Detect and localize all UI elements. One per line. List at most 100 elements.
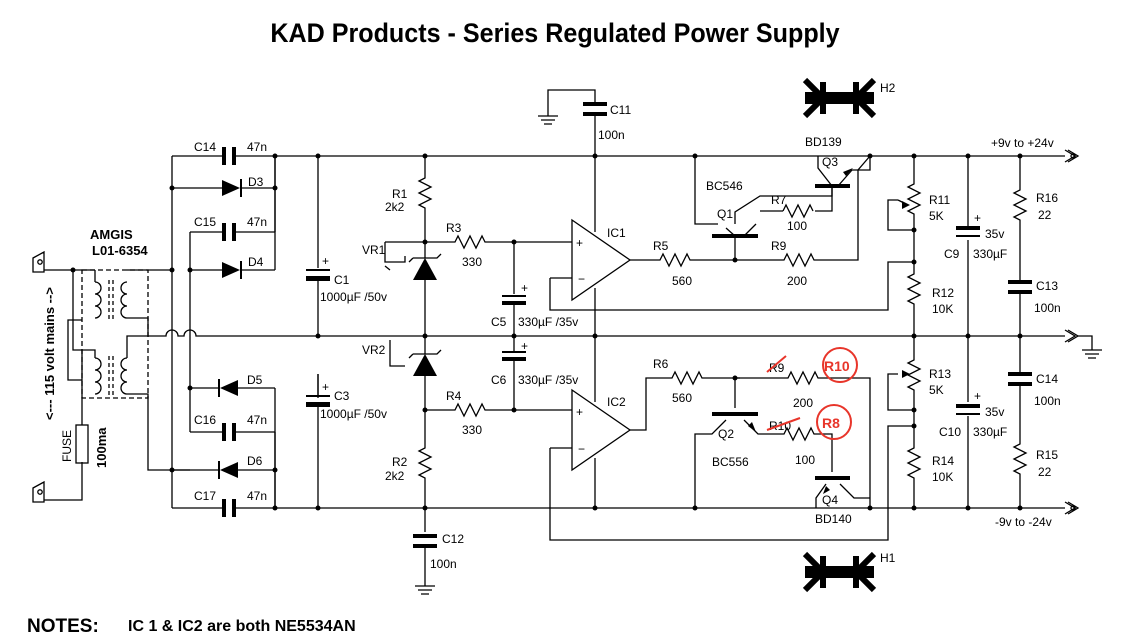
r11-value: 5K [929, 209, 944, 223]
c1-value: 1000µF /50v [320, 290, 387, 304]
r6-label: R6 [653, 357, 669, 371]
r6-value: 560 [672, 391, 692, 405]
mains-input [32, 250, 96, 503]
r5-value: 560 [672, 274, 692, 288]
c10-label: C10 [939, 425, 961, 439]
bridge-rectifier [148, 147, 1065, 517]
r3-label: R3 [446, 221, 462, 235]
notes-heading: NOTES: [27, 616, 99, 637]
c14b-value: 100n [1034, 394, 1061, 408]
fuse [75, 424, 89, 464]
q2-label: Q2 [718, 427, 734, 441]
q4-label: Q4 [822, 493, 838, 507]
r11-label: R11 [929, 193, 950, 207]
transformer-part: L01-6354 [92, 243, 148, 258]
r2-value: 2k2 [385, 469, 405, 483]
transformer-brand: AMGIS [90, 227, 133, 242]
opamp-ic2 [549, 336, 914, 541]
c12-label: C12 [442, 532, 464, 546]
d4-label: D4 [248, 255, 264, 269]
rails [275, 153, 1065, 511]
c5-value: 330µF /35v [518, 315, 578, 329]
r8-corrected-value: 100 [795, 453, 815, 467]
output-terminals [1064, 149, 1102, 515]
r8-fix-label: R8 [822, 415, 840, 431]
q1-label: Q1 [717, 207, 733, 221]
negative-pass-stage [692, 370, 873, 511]
c1-label: C1 [334, 273, 350, 287]
c6-label: C6 [491, 373, 507, 387]
c16-label: C16 [194, 413, 216, 427]
positive-pass-stage [692, 153, 873, 268]
mains-label: <--- 115 volt mains --> [42, 287, 57, 420]
c3-label: C3 [334, 389, 350, 403]
d3-label: D3 [248, 175, 264, 189]
schematic-title: KAD Products - Series Regulated Power Su… [270, 18, 840, 48]
fuse-label: FUSE [60, 430, 74, 462]
vr2-label: VR2 [362, 343, 386, 357]
r16-label: R16 [1036, 191, 1058, 205]
r15-value: 22 [1038, 465, 1052, 479]
c3-value: 1000µF /50v [320, 407, 387, 421]
r4-value: 330 [462, 423, 482, 437]
r14-label: R14 [932, 454, 954, 468]
d5-label: D5 [247, 373, 263, 387]
c9-value: 330µF [973, 247, 1007, 261]
c10-plus: + [974, 389, 981, 403]
r1-label: R1 [392, 187, 408, 201]
r13-label: R13 [929, 367, 951, 381]
c5-label: C5 [491, 315, 507, 329]
c9-plus: + [974, 211, 981, 225]
c12-value: 100n [430, 557, 457, 571]
fuse-rating: 100ma [94, 427, 109, 468]
q2-type: BC556 [712, 455, 749, 469]
c16-value: 47n [247, 413, 267, 427]
output-negative-label: -9v to -24v [995, 515, 1052, 529]
correction-marks: R9 R10 R10 R8 [766, 347, 858, 440]
c11-value: 100n [598, 128, 625, 142]
reference-network [384, 153, 550, 595]
q3-label: Q3 [822, 155, 838, 169]
q4-type: BD140 [815, 512, 852, 526]
c10-value: 330µF [973, 425, 1007, 439]
vr1-label: VR1 [362, 243, 386, 257]
c10-voltage: 35v [985, 405, 1004, 419]
r13-value: 5K [929, 383, 944, 397]
r3-value: 330 [462, 255, 482, 269]
c17-label: C17 [194, 489, 216, 503]
c3-plus: + [322, 380, 329, 394]
opamp-ic1 [549, 156, 914, 339]
output-positive-label: +9v to +24v [991, 136, 1054, 150]
ic1-plus-input: + [576, 236, 583, 250]
r16-value: 22 [1038, 208, 1052, 222]
r9-value: 200 [787, 274, 807, 288]
c15-label: C15 [194, 215, 216, 229]
notes-text: IC 1 & IC2 are both NE5534AN [128, 618, 356, 635]
ic2-label: IC2 [607, 395, 626, 409]
output-adjust [887, 153, 922, 511]
heatsink-h1 [802, 551, 877, 593]
r2-label: R2 [392, 455, 408, 469]
c6-plus: + [521, 339, 528, 353]
r12-label: R12 [932, 286, 954, 300]
heatsink-h2-label: H2 [880, 81, 896, 95]
r14-value: 10K [932, 470, 953, 484]
c13-label: C13 [1036, 279, 1058, 293]
c9-voltage: 35v [985, 227, 1004, 241]
r1-value: 2k2 [385, 200, 405, 214]
c15-value: 47n [247, 215, 267, 229]
q3-type: BD139 [805, 135, 842, 149]
transformer [67, 269, 190, 471]
heatsink-h2 [802, 77, 877, 119]
r9-struck-label: R9 [769, 361, 785, 375]
output-capacitors [956, 153, 1032, 511]
c17-value: 47n [247, 489, 267, 503]
c14b-label: C14 [1036, 372, 1058, 386]
r4-label: R4 [446, 389, 462, 403]
heatsink-h1-label: H1 [880, 551, 896, 565]
c6-value: 330µF /35v [518, 373, 578, 387]
q1-type: BC546 [706, 179, 743, 193]
ic1-label: IC1 [607, 226, 626, 240]
ic1-minus-input: − [578, 272, 585, 286]
